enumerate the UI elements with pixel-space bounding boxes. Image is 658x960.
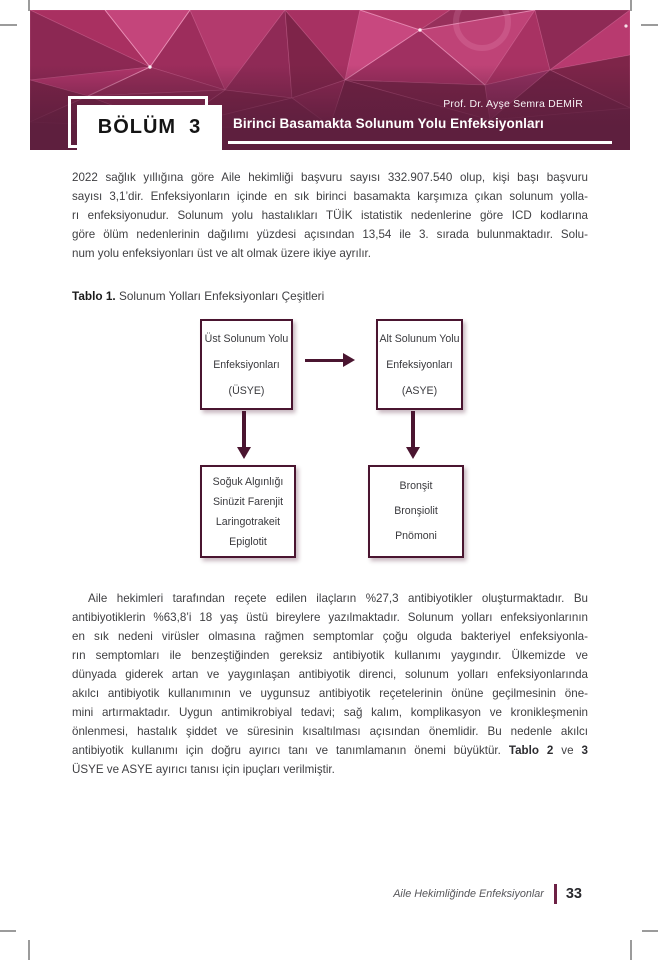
table-caption-label: Tablo 1.: [72, 289, 116, 303]
arrow-down-shaft: [411, 411, 415, 448]
author-name: Prof. Dr. Ayşe Semra DEMİR: [443, 98, 583, 110]
chapter-box: BÖLÜM 3: [77, 105, 222, 150]
arrow-right-head: [343, 353, 355, 367]
crop-mark-bottom-left-v: [28, 940, 30, 960]
paragraph-intro: 2022 sağlık yıllığına göre Aile hekimliğ…: [72, 171, 588, 260]
footer-page-number: 33: [565, 886, 582, 902]
arrow-right-icon: [305, 353, 355, 367]
table-caption: Tablo 1. Solunum Yolları Enfeksiyonları …: [72, 289, 324, 303]
crop-mark-bottom-left-h: [0, 930, 16, 932]
crop-mark-top-left-v: [28, 0, 30, 11]
crop-mark-bottom-right-v: [630, 940, 632, 960]
table-caption-text: Solunum Yolları Enfeksiyonları Çeşitleri: [115, 289, 325, 303]
crop-mark-top-right-h: [641, 24, 658, 26]
arrow-down-shaft: [242, 411, 246, 448]
chapter-title-underline: [228, 141, 612, 144]
page-footer: Aile Hekimliğinde Enfeksiyonlar 33: [393, 883, 582, 905]
paragraph-antibiotics: Aile hekimleri tarafından reçete edilen …: [72, 592, 588, 776]
crop-mark-bottom-right-h: [642, 930, 658, 932]
arrow-down-icon: [236, 411, 252, 459]
arrow-down-head: [406, 447, 420, 459]
arrow-down-head: [237, 447, 251, 459]
chapter-number: 3: [189, 116, 202, 138]
arrow-right-shaft: [305, 358, 344, 362]
crop-mark-top-right-v: [630, 0, 632, 11]
chapter-word: BÖLÜM: [97, 116, 177, 138]
footer-divider: [553, 884, 557, 904]
crop-mark-top-left-h: [0, 24, 17, 26]
footer-book-title: Aile Hekimliğinde Enfeksiyonlar: [393, 888, 544, 900]
arrow-down-icon: [405, 411, 421, 459]
chapter-title: Birinci Basamakta Solunum Yolu Enfeksiyo…: [233, 116, 544, 131]
